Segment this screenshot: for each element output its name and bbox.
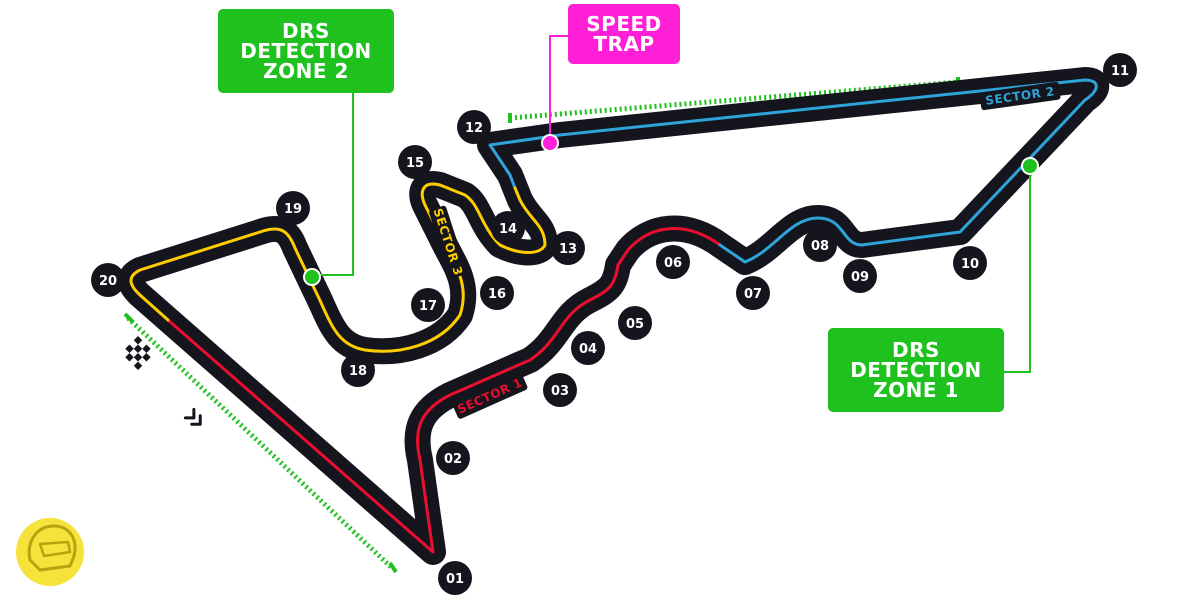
double-chevron-icon — [183, 407, 202, 426]
callout-line: TRAP — [593, 32, 655, 56]
turn-number: 06 — [664, 256, 682, 271]
turn-marker-06[interactable]: 06 — [656, 245, 690, 279]
turn-number: 07 — [744, 287, 762, 302]
turn-number: 04 — [579, 342, 597, 357]
turn-marker-13[interactable]: 13 — [551, 231, 585, 265]
callout-line: DETECTION — [850, 358, 982, 382]
turn-marker-17[interactable]: 17 — [411, 288, 445, 322]
sector-1-stripe — [166, 227, 722, 554]
speed-trap-leader — [549, 35, 568, 143]
sector-3-stripe — [129, 182, 547, 353]
drs-zone-end-tick-1 — [123, 312, 135, 324]
turn-marker-04[interactable]: 04 — [571, 331, 605, 365]
callout-line: ZONE 1 — [873, 378, 959, 402]
turn-marker-16[interactable]: 16 — [480, 276, 514, 310]
turn-marker-09[interactable]: 09 — [843, 259, 877, 293]
sector-2-stripe — [488, 78, 1098, 264]
turn-marker-01[interactable]: 01 — [438, 561, 472, 595]
turn-marker-19[interactable]: 19 — [276, 191, 310, 225]
turn-number: 16 — [488, 287, 506, 302]
drs-detection-zone-2-callout: DRS DETECTION ZONE 2 — [218, 9, 394, 93]
drs-detection-zone-1-callout: DRS DETECTION ZONE 1 — [828, 328, 1004, 412]
turn-number: 11 — [1111, 64, 1129, 79]
drs-zone-2-point — [303, 268, 321, 286]
drs-zone-marker-main-straight — [126, 316, 394, 570]
track-asphalt — [118, 67, 1109, 565]
turn-number: 13 — [559, 242, 577, 257]
drs-zone-1-point — [1021, 157, 1039, 175]
turn-marker-10[interactable]: 10 — [953, 246, 987, 280]
turn-marker-18[interactable]: 18 — [341, 353, 375, 387]
helmet-logo-icon — [16, 518, 84, 586]
callout-line: ZONE 2 — [263, 59, 349, 83]
turn-marker-05[interactable]: 05 — [618, 306, 652, 340]
turn-markers: 01 02 03 04 05 06 07 08 09 10 11 12 13 1… — [91, 53, 1137, 595]
turn-number: 14 — [499, 222, 517, 237]
turn-number: 15 — [406, 156, 424, 171]
turn-marker-11[interactable]: 11 — [1103, 53, 1137, 87]
sector-2-label-group: SECTOR 2 — [979, 81, 1061, 111]
turn-marker-03[interactable]: 03 — [543, 373, 577, 407]
turn-marker-20[interactable]: 20 — [91, 263, 125, 297]
turn-number: 03 — [551, 384, 569, 399]
turn-number: 10 — [961, 257, 979, 272]
speed-trap-callout: SPEED TRAP — [568, 4, 680, 64]
turn-number: 09 — [851, 270, 869, 285]
turn-number: 01 — [446, 572, 464, 587]
drs-zone-2-leader — [313, 92, 354, 276]
turn-number: 05 — [626, 317, 644, 332]
callout-line: DRS — [282, 19, 330, 43]
turn-number: 18 — [349, 364, 367, 379]
drs-zone-end-tick-2 — [388, 561, 398, 574]
drs-zone-1-leader — [1003, 166, 1031, 373]
turn-number: 02 — [444, 452, 462, 467]
turn-number: 20 — [99, 274, 117, 289]
turn-number: 08 — [811, 239, 829, 254]
speed-trap-point — [541, 134, 559, 152]
turn-number: 17 — [419, 299, 437, 314]
turn-marker-07[interactable]: 07 — [736, 276, 770, 310]
drs-zone-markers — [123, 77, 960, 574]
turn-marker-12[interactable]: 12 — [457, 110, 491, 144]
callout-leaders — [313, 35, 1031, 373]
turn-marker-02[interactable]: 02 — [436, 441, 470, 475]
callout-line: SPEED — [586, 12, 662, 36]
turn-marker-14[interactable]: 14 — [491, 211, 525, 245]
turn-marker-08[interactable]: 08 — [803, 228, 837, 262]
callout-line: DRS — [892, 338, 940, 362]
turn-marker-15[interactable]: 15 — [398, 145, 432, 179]
turn-number: 12 — [465, 121, 483, 136]
turn-number: 19 — [284, 202, 302, 217]
callout-line: DETECTION — [240, 39, 372, 63]
